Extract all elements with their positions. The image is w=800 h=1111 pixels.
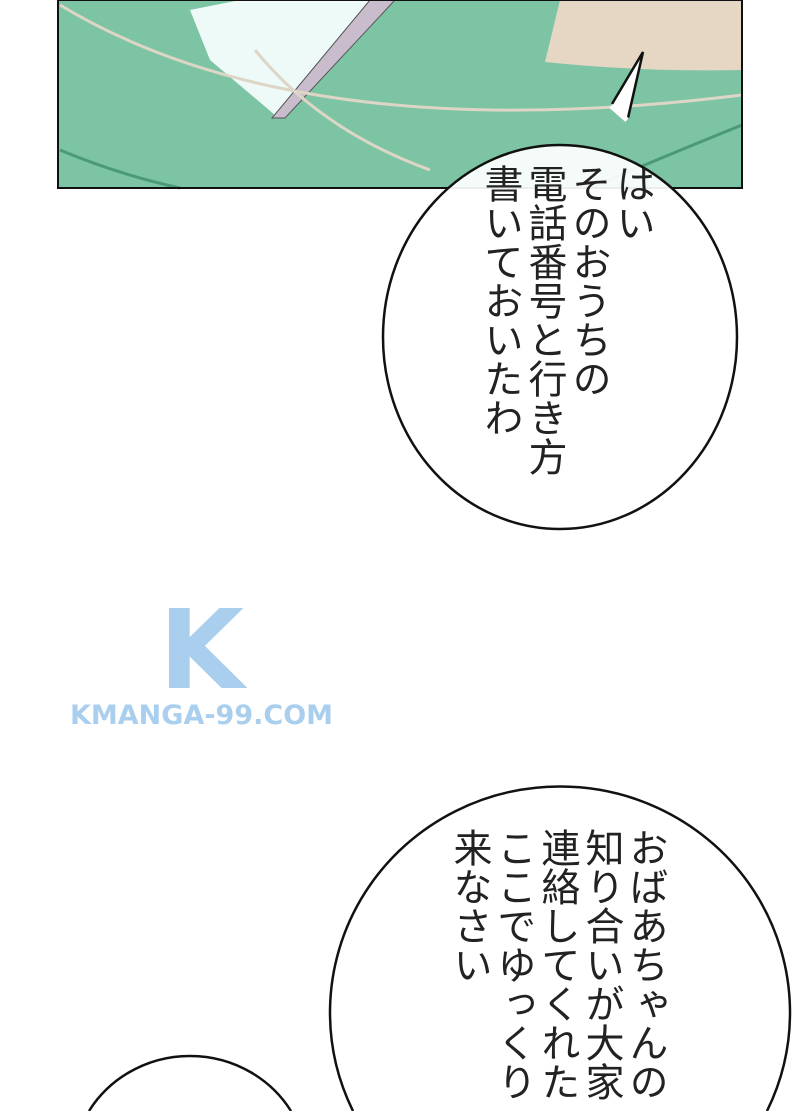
speech-bubble-bottom-left (87, 1054, 293, 1111)
speech-bubble-top (381, 51, 739, 531)
speech-bubble-bottom (328, 785, 792, 1111)
bubble-line: おばあちゃんの (623, 828, 668, 1101)
watermark-site: KMANGA-99.COM (70, 700, 334, 731)
bubble-line: 書いておいたわ (478, 164, 523, 437)
watermark-k: K (158, 586, 245, 714)
bubble-bottom-text: おばあちゃんの 知り合いが大家 連絡してくれた ここでゆっくり 来なさい (447, 828, 668, 1101)
bubble-line: 電話番号と行き方 (522, 164, 567, 476)
watermark-logo: K KMANGA-99.COM (70, 586, 334, 731)
bubble-top-text: はい そのおうちの 電話番号と行き方 書いておいたわ (478, 164, 655, 476)
bubble-line: ここでゆっくり (491, 828, 536, 1101)
paper (190, 0, 370, 115)
bubble-line: 来なさい (447, 828, 492, 984)
bubble-line: 連絡してくれた (535, 828, 580, 1101)
bubble-line: 知り合いが大家 (579, 828, 624, 1101)
bubble-line: そのおうちの (566, 164, 611, 398)
top-panel (57, 0, 743, 190)
bubble-line: はい (610, 164, 655, 242)
